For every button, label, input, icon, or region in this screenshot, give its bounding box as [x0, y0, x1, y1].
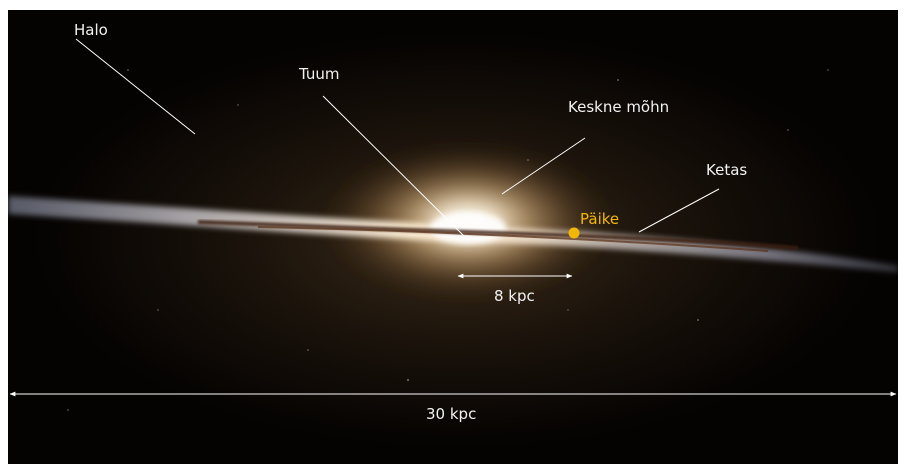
background-stars: [67, 69, 829, 411]
nucleus-label: Tuum: [299, 65, 340, 83]
galaxy-illustration: [8, 25, 898, 455]
disk-label: Ketas: [706, 161, 748, 179]
nucleus-pointer-line: [322, 95, 465, 237]
bulge-label: Keskne mõhn: [568, 98, 670, 116]
halo-label: Halo: [74, 21, 108, 39]
halo-pointer-line: [75, 38, 196, 135]
galaxy-diameter-label: 30 kpc: [426, 405, 477, 423]
nucleus-core: [430, 212, 506, 244]
bulge-pointer-line: [501, 137, 586, 195]
dust-lane-secondary: [257, 226, 769, 252]
sun-marker: [568, 227, 580, 239]
sun-label: Päike: [580, 210, 620, 228]
galaxy-diagram: Halo Tuum Keskne mõhn Ketas Päike 8 kpc …: [8, 10, 898, 464]
disk-pointer-line: [638, 188, 720, 233]
sun-distance-label: 8 kpc: [494, 287, 535, 305]
dust-lane: [197, 220, 799, 250]
